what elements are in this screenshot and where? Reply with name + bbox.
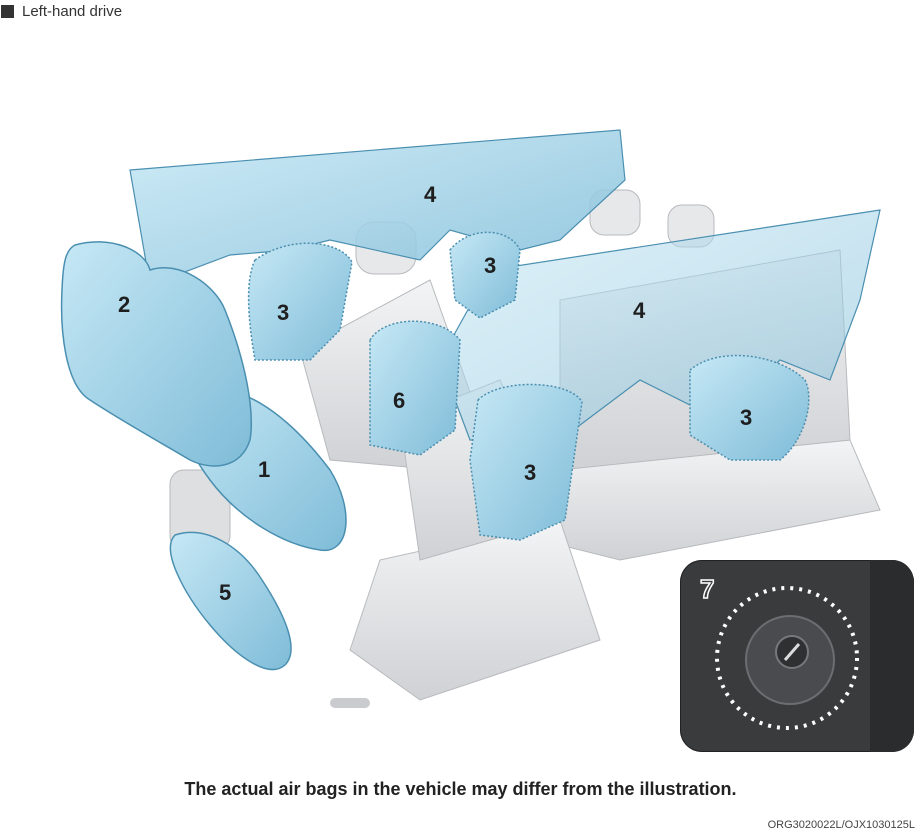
airbag-label-3a: 3	[277, 300, 289, 325]
disclaimer-caption: The actual air bags in the vehicle may d…	[0, 779, 921, 800]
airbag-label-3b: 3	[484, 253, 496, 278]
airbag-label-3d: 3	[740, 405, 752, 430]
airbag-label-4a: 4	[424, 182, 437, 207]
airbag-label-2: 2	[118, 292, 130, 317]
airbag-off-switch-icon	[680, 560, 914, 752]
airbag-label-3c: 3	[524, 460, 536, 485]
airbag-label-5: 5	[219, 580, 231, 605]
airbag-label-1: 1	[258, 457, 270, 482]
airbag-label-6: 6	[393, 388, 405, 413]
center-side-airbag	[370, 321, 460, 455]
passenger-front-airbag	[62, 242, 252, 466]
airbag-label-4b: 4	[633, 298, 646, 323]
image-reference-code: ORG3020022L/OJX1030125L	[768, 819, 915, 831]
airbag-switch-inset: 7	[680, 560, 914, 752]
